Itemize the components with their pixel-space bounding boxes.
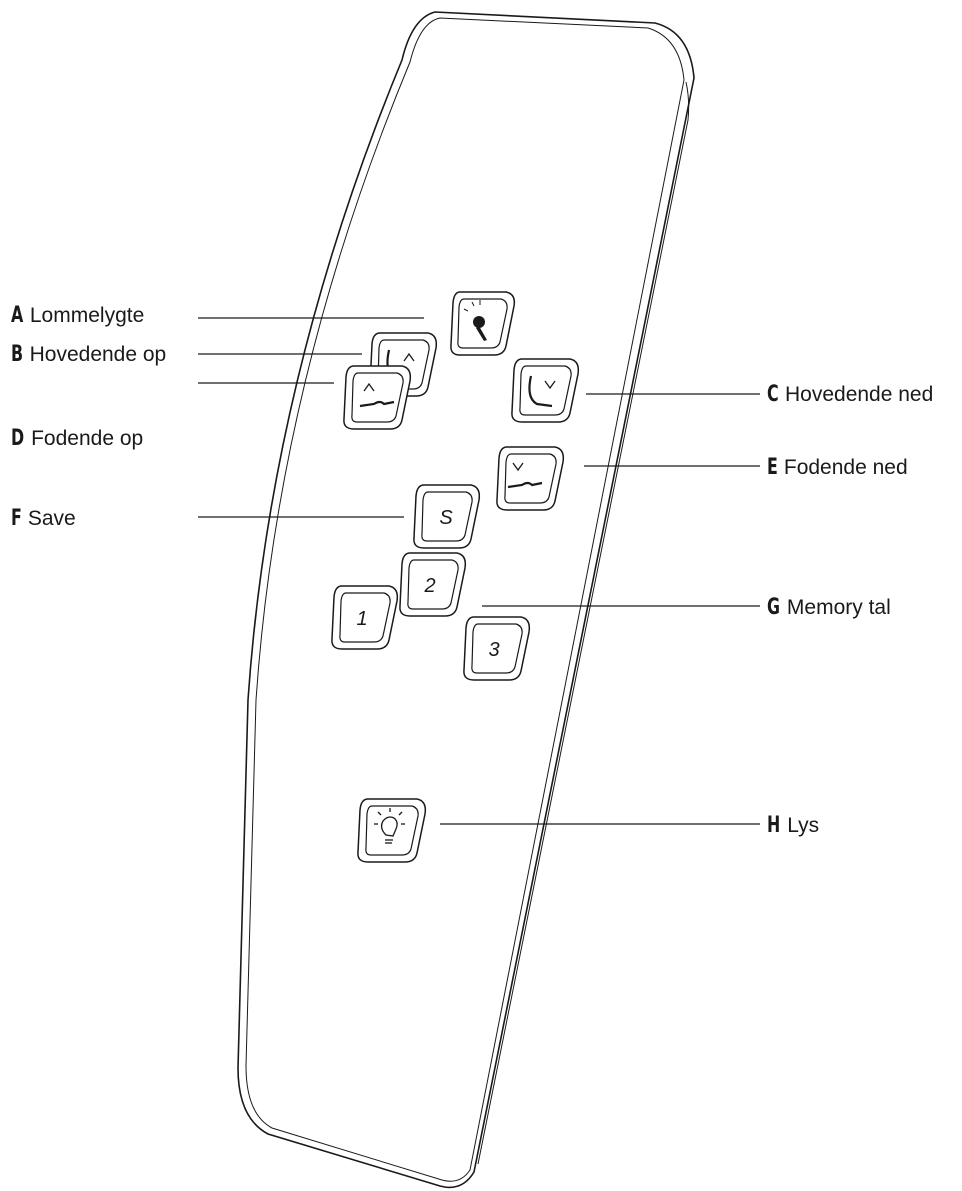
foot-down-icon xyxy=(507,462,543,489)
memory-button-3[interactable]: 3 xyxy=(463,616,531,681)
memory-button-1[interactable]: 1 xyxy=(331,585,399,650)
callout-text: Lommelygte xyxy=(29,304,145,327)
callout-a-flashlight: A Lommelygte xyxy=(11,304,144,328)
memory-button-3-label: 3 xyxy=(488,639,499,661)
memory-button-2-label: 2 xyxy=(423,575,435,597)
callout-h-light: H Lys xyxy=(767,814,819,838)
leader-lines xyxy=(198,317,760,825)
callout-key: H xyxy=(767,813,781,838)
callout-f-save: F Save xyxy=(11,507,76,531)
memory-button-2[interactable]: 2 xyxy=(399,552,467,617)
callout-text: Save xyxy=(27,507,76,530)
callout-key: E xyxy=(767,455,778,480)
callout-e-foot-down: E Fodende ned xyxy=(767,456,908,480)
flashlight-icon xyxy=(463,300,487,341)
callout-key: F xyxy=(11,506,22,531)
callout-text: Fodende ned xyxy=(783,456,908,479)
callout-b-head-up: B Hovedende op xyxy=(11,343,166,367)
save-button[interactable]: S xyxy=(413,484,481,549)
callout-key: B xyxy=(11,342,24,367)
callout-key: D xyxy=(11,426,25,451)
head-down-icon xyxy=(528,375,556,408)
callout-d-foot-up: D Fodende op xyxy=(11,427,143,451)
callout-g-memory: G Memory tal xyxy=(767,596,891,620)
flashlight-button[interactable] xyxy=(450,291,516,356)
callout-text: Fodende op xyxy=(31,427,144,450)
light-button[interactable] xyxy=(357,798,427,863)
callout-text: Hovedende ned xyxy=(785,383,934,406)
memory-button-1-label: 1 xyxy=(356,608,367,630)
remote-body xyxy=(237,11,695,1189)
head-down-button[interactable] xyxy=(511,358,580,423)
callout-text: Memory tal xyxy=(786,596,891,619)
callout-key: A xyxy=(11,303,24,328)
callout-key: G xyxy=(767,595,781,620)
callout-key: C xyxy=(767,382,779,407)
callout-text: Lys xyxy=(787,814,820,837)
light-bulb-icon xyxy=(374,808,405,844)
callout-text: Hovedende op xyxy=(29,343,167,366)
foot-up-button[interactable] xyxy=(343,365,412,430)
callout-c-head-down: C Hovedende ned xyxy=(767,383,933,407)
foot-up-icon xyxy=(359,382,395,408)
foot-down-button[interactable] xyxy=(496,446,565,511)
save-button-label: S xyxy=(439,507,453,529)
